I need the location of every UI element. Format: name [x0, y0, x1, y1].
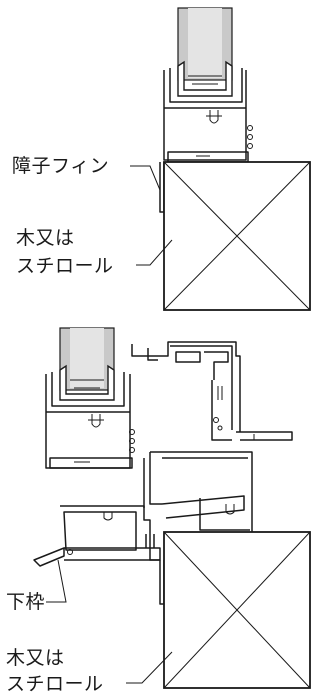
- bottom-detail: 下枠 木又は スチロール: [6, 327, 311, 694]
- label-wood-top-line1: 木又は: [16, 227, 75, 249]
- top-glazing-bead: [169, 60, 243, 103]
- bottom-glazing-bead: [51, 364, 125, 407]
- label-lower-frame: 下枠: [6, 591, 45, 613]
- leader-wood-top: [136, 239, 173, 266]
- bottom-sash-profile: [45, 374, 135, 469]
- bottom-wood-block: [163, 531, 311, 689]
- top-detail: 障子フィン 木又は スチロール: [12, 7, 311, 311]
- leader-lower-frame: [46, 559, 67, 603]
- leader-wood-bottom: [126, 651, 173, 684]
- label-wood-bottom-line2: スチロール: [6, 673, 104, 694]
- top-wood-block: [163, 161, 311, 311]
- bottom-glass-pane: [59, 327, 115, 391]
- top-glass-pane: [177, 7, 233, 81]
- lower-frame-profile: [33, 498, 250, 605]
- frame-upper-profile: [131, 341, 293, 441]
- frame-step-profile: [143, 451, 253, 532]
- label-wood-bottom-line1: 木又は: [6, 647, 65, 669]
- label-sash-fin: 障子フィン: [12, 155, 109, 177]
- label-wood-top-line2: スチロール: [16, 255, 114, 277]
- leader-sash-fin: [130, 165, 161, 191]
